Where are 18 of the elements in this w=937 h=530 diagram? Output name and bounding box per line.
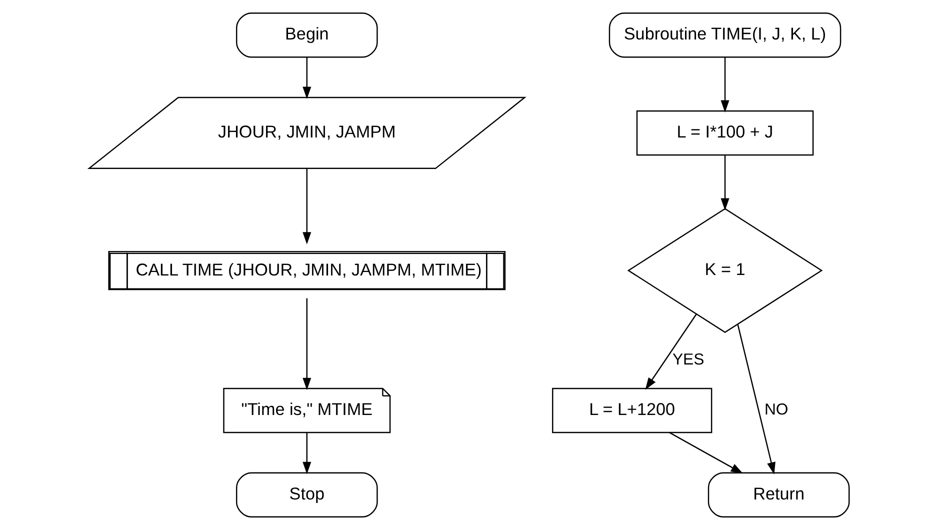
arrow [302,298,311,390]
edge-label: NO [764,402,788,419]
node-diamond: K = 1 [626,208,822,333]
arrow [302,58,311,99]
arrow [302,432,311,474]
arrow [644,314,696,390]
node-box: L = I*100 + J [636,110,814,156]
arrow [668,432,743,474]
node-box: Begin [235,12,378,58]
arrow [736,324,775,475]
arrow [720,155,729,210]
node-box: Stop [235,472,378,518]
node-box: L = L+1200 [552,388,712,434]
arrow [720,58,729,112]
arrow [302,168,311,244]
edge-label: YES [672,352,704,369]
node-box: Subroutine TIME(I, J, K, L) [608,12,841,58]
node-box: Return [707,472,850,518]
